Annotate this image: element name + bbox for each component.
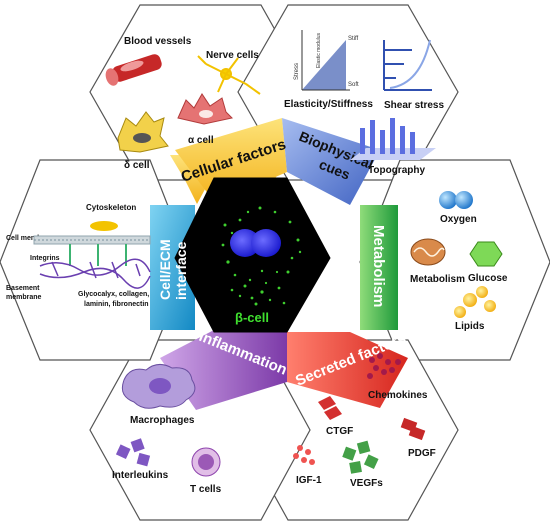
label-macrophages: Macrophages	[130, 415, 195, 426]
label-interleukins: Interleukins	[112, 470, 169, 481]
pdgf-icon	[400, 417, 426, 441]
title-metabolism: Metabolism	[370, 225, 387, 308]
glycocalyx-icon	[39, 258, 151, 289]
macrophages-icon	[121, 364, 196, 409]
secreted-content: Chemokines CTGF PDGF IGF-1 VEGFs	[293, 353, 436, 489]
label-elasticity: Elasticity/Stiffness	[284, 99, 373, 110]
label-cell-membrane: Cell membrane	[6, 235, 56, 242]
band-metabolism-shape	[360, 205, 398, 330]
center-label: β-cell	[235, 310, 269, 325]
label-topography: Topography	[368, 165, 425, 176]
mini-elastic-modulus: Elastic modulus	[316, 32, 322, 68]
glucose-icon	[469, 241, 503, 267]
label-shear-stress: Shear stress	[384, 100, 444, 111]
title-interface-line1: Cell/ECM	[157, 239, 173, 300]
label-lipids: Lipids	[455, 321, 485, 332]
elasticity-chart-icon: Stress Elastic modulus Stiff Soft	[294, 30, 359, 91]
igf1-icon	[293, 445, 315, 465]
mini-stress: Stress	[294, 63, 300, 80]
interface-content: Cytoskeleton Cell membrane Integrins Bas…	[6, 203, 151, 308]
label-basement-membrane-1: Basement	[6, 285, 40, 292]
oxygen-icon	[439, 191, 473, 209]
shear-stress-icon	[383, 39, 432, 91]
label-laminin: laminin, fibronectin	[84, 301, 149, 308]
nucleus-left	[230, 229, 260, 257]
label-igf1: IGF-1	[296, 475, 322, 486]
center-cell-image: β-cell	[174, 177, 331, 333]
label-ctgf: CTGF	[326, 426, 353, 437]
mini-stiff: Stiff	[348, 36, 359, 42]
membrane-icon	[33, 235, 151, 245]
chemokines-icon	[367, 353, 401, 379]
biophysical-content: Stress Elastic modulus Stiff Soft Elasti…	[284, 30, 444, 176]
label-cytoskeleton: Cytoskeleton	[86, 203, 136, 212]
t-cells-icon	[191, 447, 221, 477]
metabolism-content: Oxygen Metabolism Glucose Lipids	[410, 191, 508, 332]
label-chemokines: Chemokines	[368, 390, 428, 401]
cytoskeleton-icon	[90, 221, 118, 231]
label-basement-membrane-2: membrane	[6, 294, 42, 301]
cytoplasm-speckles	[221, 206, 302, 306]
alpha-cell-icon	[177, 93, 234, 125]
label-oxygen: Oxygen	[440, 214, 477, 225]
band-interface-shape	[150, 205, 195, 330]
label-alpha-cell: α cell	[188, 135, 214, 146]
ctgf-icon	[318, 396, 342, 420]
nucleus-right	[251, 229, 281, 257]
label-glycocalyx: Glycocalyx, collagen,	[78, 291, 149, 298]
label-nerve-cells: Nerve cells	[206, 50, 259, 61]
label-integrins: Integrins	[30, 255, 60, 262]
label-blood-vessels: Blood vessels	[124, 36, 192, 47]
mitochondria-icon	[410, 238, 446, 266]
inflammation-content: Macrophages Interleukins T cells	[112, 364, 222, 495]
interleukins-icon	[115, 438, 151, 467]
vegfs-icon	[342, 440, 379, 474]
delta-cell-icon	[117, 111, 169, 153]
nerve-cells-icon	[197, 55, 261, 95]
label-metabolism: Metabolism	[410, 274, 465, 285]
cellular-content: Blood vessels Nerve cells α cell δ cell	[105, 36, 261, 171]
lipids-icon	[454, 286, 496, 318]
label-pdgf: PDGF	[408, 448, 436, 459]
title-interface-line2: interface	[173, 241, 189, 300]
band-biophysical-shape	[282, 118, 380, 205]
hex-interface	[0, 159, 191, 361]
label-delta-cell: δ cell	[124, 160, 150, 171]
blood-vessels-icon	[105, 54, 162, 86]
label-glucose: Glucose	[468, 273, 508, 284]
label-vegfs: VEGFs	[350, 478, 383, 489]
mini-soft: Soft	[348, 82, 359, 88]
topography-icon	[350, 118, 436, 160]
label-t-cells: T cells	[190, 484, 222, 495]
band-secreted-shape	[287, 332, 408, 408]
